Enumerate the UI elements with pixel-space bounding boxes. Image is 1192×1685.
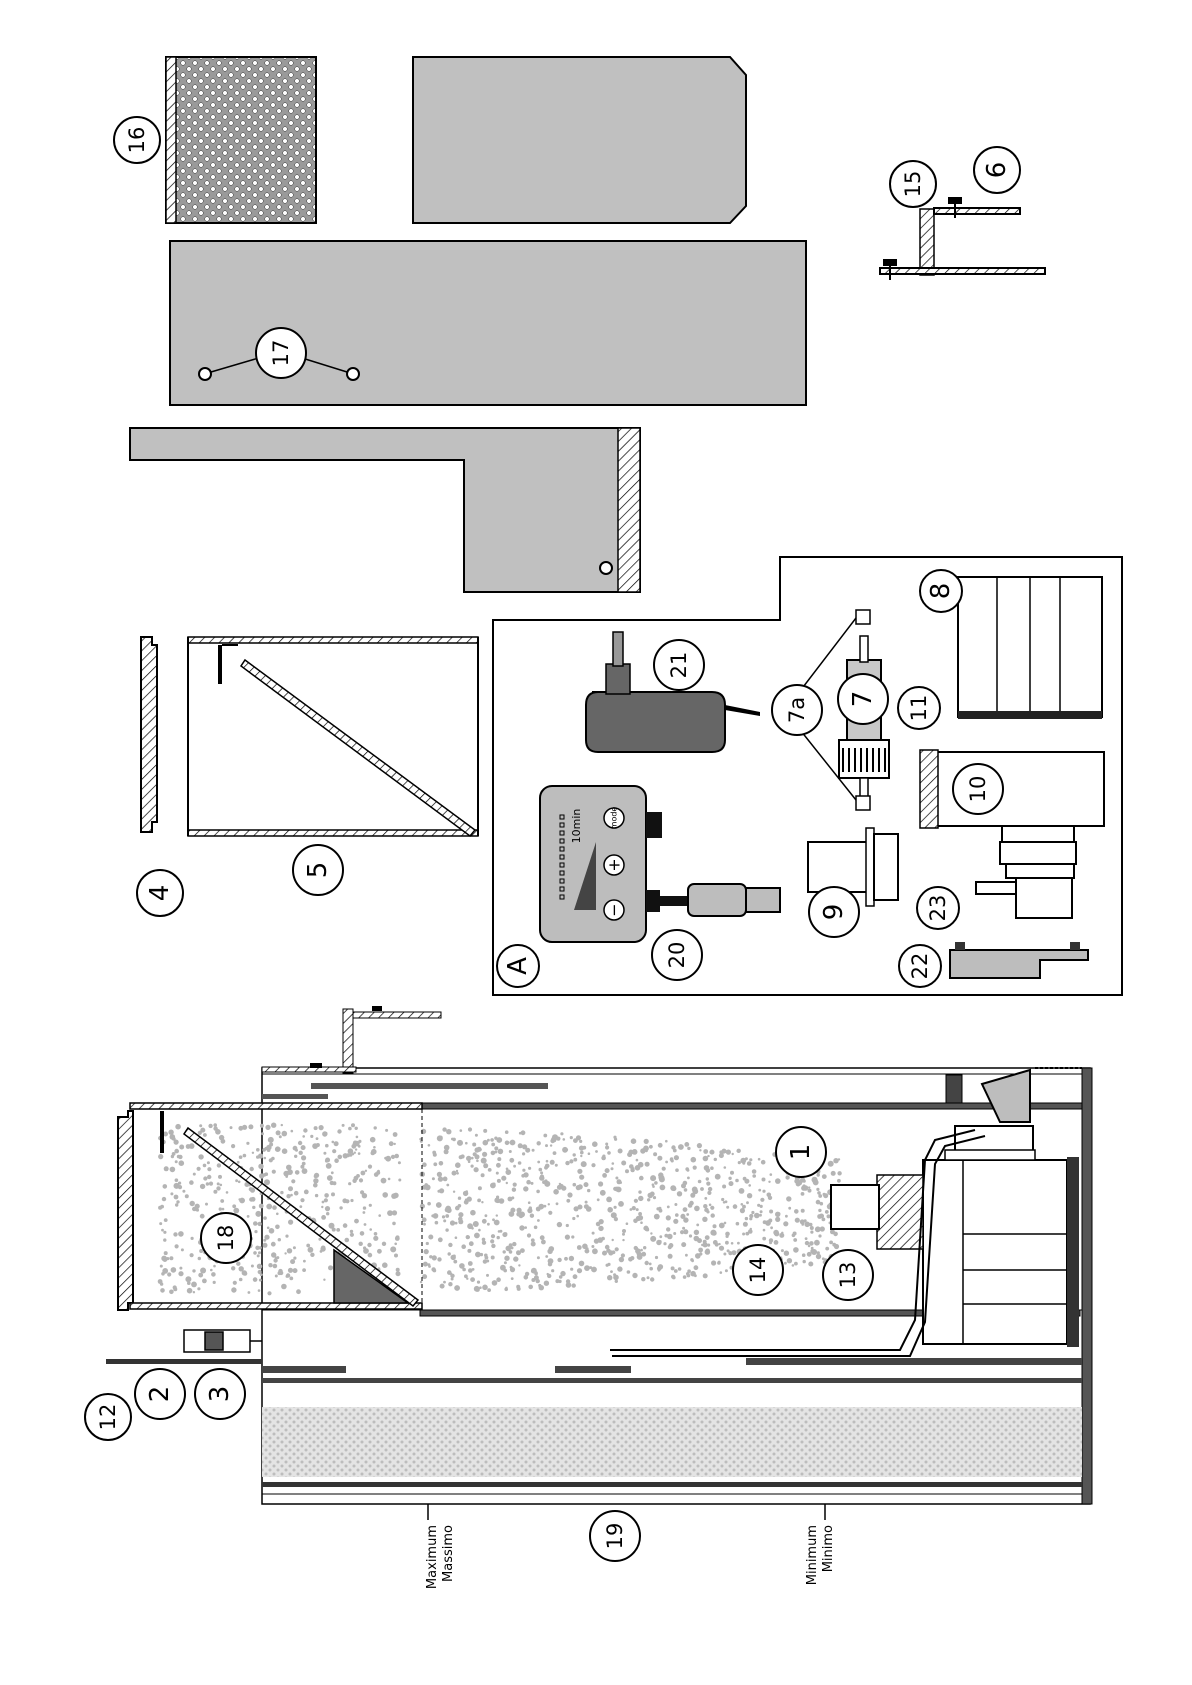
callout-1: 1 bbox=[776, 1127, 826, 1177]
callout-label: 12 bbox=[96, 1404, 120, 1431]
plus-label: + bbox=[605, 858, 624, 871]
callout-label: 17 bbox=[269, 340, 293, 367]
callout-9: 9 bbox=[809, 887, 859, 937]
part-4-lid bbox=[141, 637, 157, 832]
callout-23: 23 bbox=[917, 887, 959, 929]
callout-label: 7a bbox=[785, 697, 809, 723]
callout-label: 6 bbox=[982, 162, 1012, 179]
callout-label: 9 bbox=[819, 904, 849, 921]
main-assembly bbox=[106, 1006, 1092, 1504]
part-8-motor bbox=[958, 577, 1102, 719]
callout-8: 8 bbox=[920, 570, 962, 612]
callout-label: 4 bbox=[145, 885, 175, 902]
callout-7: 7 bbox=[838, 674, 888, 724]
callout-3: 3 bbox=[195, 1369, 245, 1419]
min-label-1: Minimum bbox=[805, 1525, 820, 1585]
callout-label: 23 bbox=[926, 895, 950, 922]
part-5-chamber bbox=[188, 637, 478, 836]
min-label-2: Minimo bbox=[821, 1525, 836, 1572]
callout-label: 13 bbox=[836, 1262, 860, 1289]
callout-label: 8 bbox=[926, 583, 956, 600]
callout-label: 19 bbox=[603, 1523, 627, 1550]
part-12-l-plate bbox=[130, 428, 640, 592]
callout-label: 18 bbox=[214, 1225, 238, 1252]
callout-20: 20 bbox=[652, 930, 702, 980]
callout-label: 15 bbox=[901, 171, 925, 198]
callout-4: 4 bbox=[137, 870, 183, 916]
max-label-2: Massimo bbox=[441, 1525, 456, 1582]
callout-2: 2 bbox=[135, 1369, 185, 1419]
callout-label: 22 bbox=[908, 953, 932, 980]
callout-label: 5 bbox=[303, 862, 333, 879]
minus-label: − bbox=[605, 903, 624, 916]
callout-10: 10 bbox=[953, 764, 1003, 814]
callout-label: 3 bbox=[205, 1386, 235, 1403]
callout-19: 19 bbox=[590, 1511, 640, 1561]
callout-17: 17 bbox=[256, 328, 306, 378]
max-label-1: Maximum bbox=[425, 1525, 440, 1589]
callout-18: 18 bbox=[201, 1213, 251, 1263]
mode-label: mode bbox=[610, 807, 619, 830]
callout-label: 7 bbox=[848, 691, 878, 708]
callout-6: 6 bbox=[974, 147, 1020, 193]
callout-label: 1 bbox=[786, 1144, 816, 1161]
callout-label: A bbox=[503, 957, 533, 975]
part-11-seal bbox=[958, 711, 1102, 719]
part-22-base bbox=[950, 942, 1088, 978]
callout-15: 15 bbox=[890, 161, 936, 207]
callout-14: 14 bbox=[733, 1245, 783, 1295]
callout-label: 2 bbox=[145, 1386, 175, 1403]
callout-22: 22 bbox=[899, 945, 941, 987]
callout-a: A bbox=[497, 945, 539, 987]
callout-label: 10 bbox=[966, 776, 990, 803]
callout-13: 13 bbox=[823, 1250, 873, 1300]
part-14-plate bbox=[170, 241, 806, 405]
callout-label: 20 bbox=[665, 942, 689, 969]
callout-label: 14 bbox=[746, 1257, 770, 1284]
timer-label: 10min bbox=[570, 809, 583, 844]
callout-21: 21 bbox=[654, 640, 704, 690]
callout-16: 16 bbox=[114, 117, 160, 163]
callout-5: 5 bbox=[293, 845, 343, 895]
callout-label: 21 bbox=[667, 652, 691, 679]
callout-label: 16 bbox=[125, 127, 149, 154]
part-15-bracket-detail bbox=[880, 198, 1045, 280]
callout-12: 12 bbox=[85, 1394, 131, 1440]
callout-11: 11 bbox=[898, 687, 940, 729]
callout-7a: 7a bbox=[772, 685, 822, 735]
part-16-perforated-plate bbox=[166, 57, 316, 223]
part-13-plate bbox=[413, 57, 746, 223]
callout-label: 11 bbox=[907, 695, 931, 722]
